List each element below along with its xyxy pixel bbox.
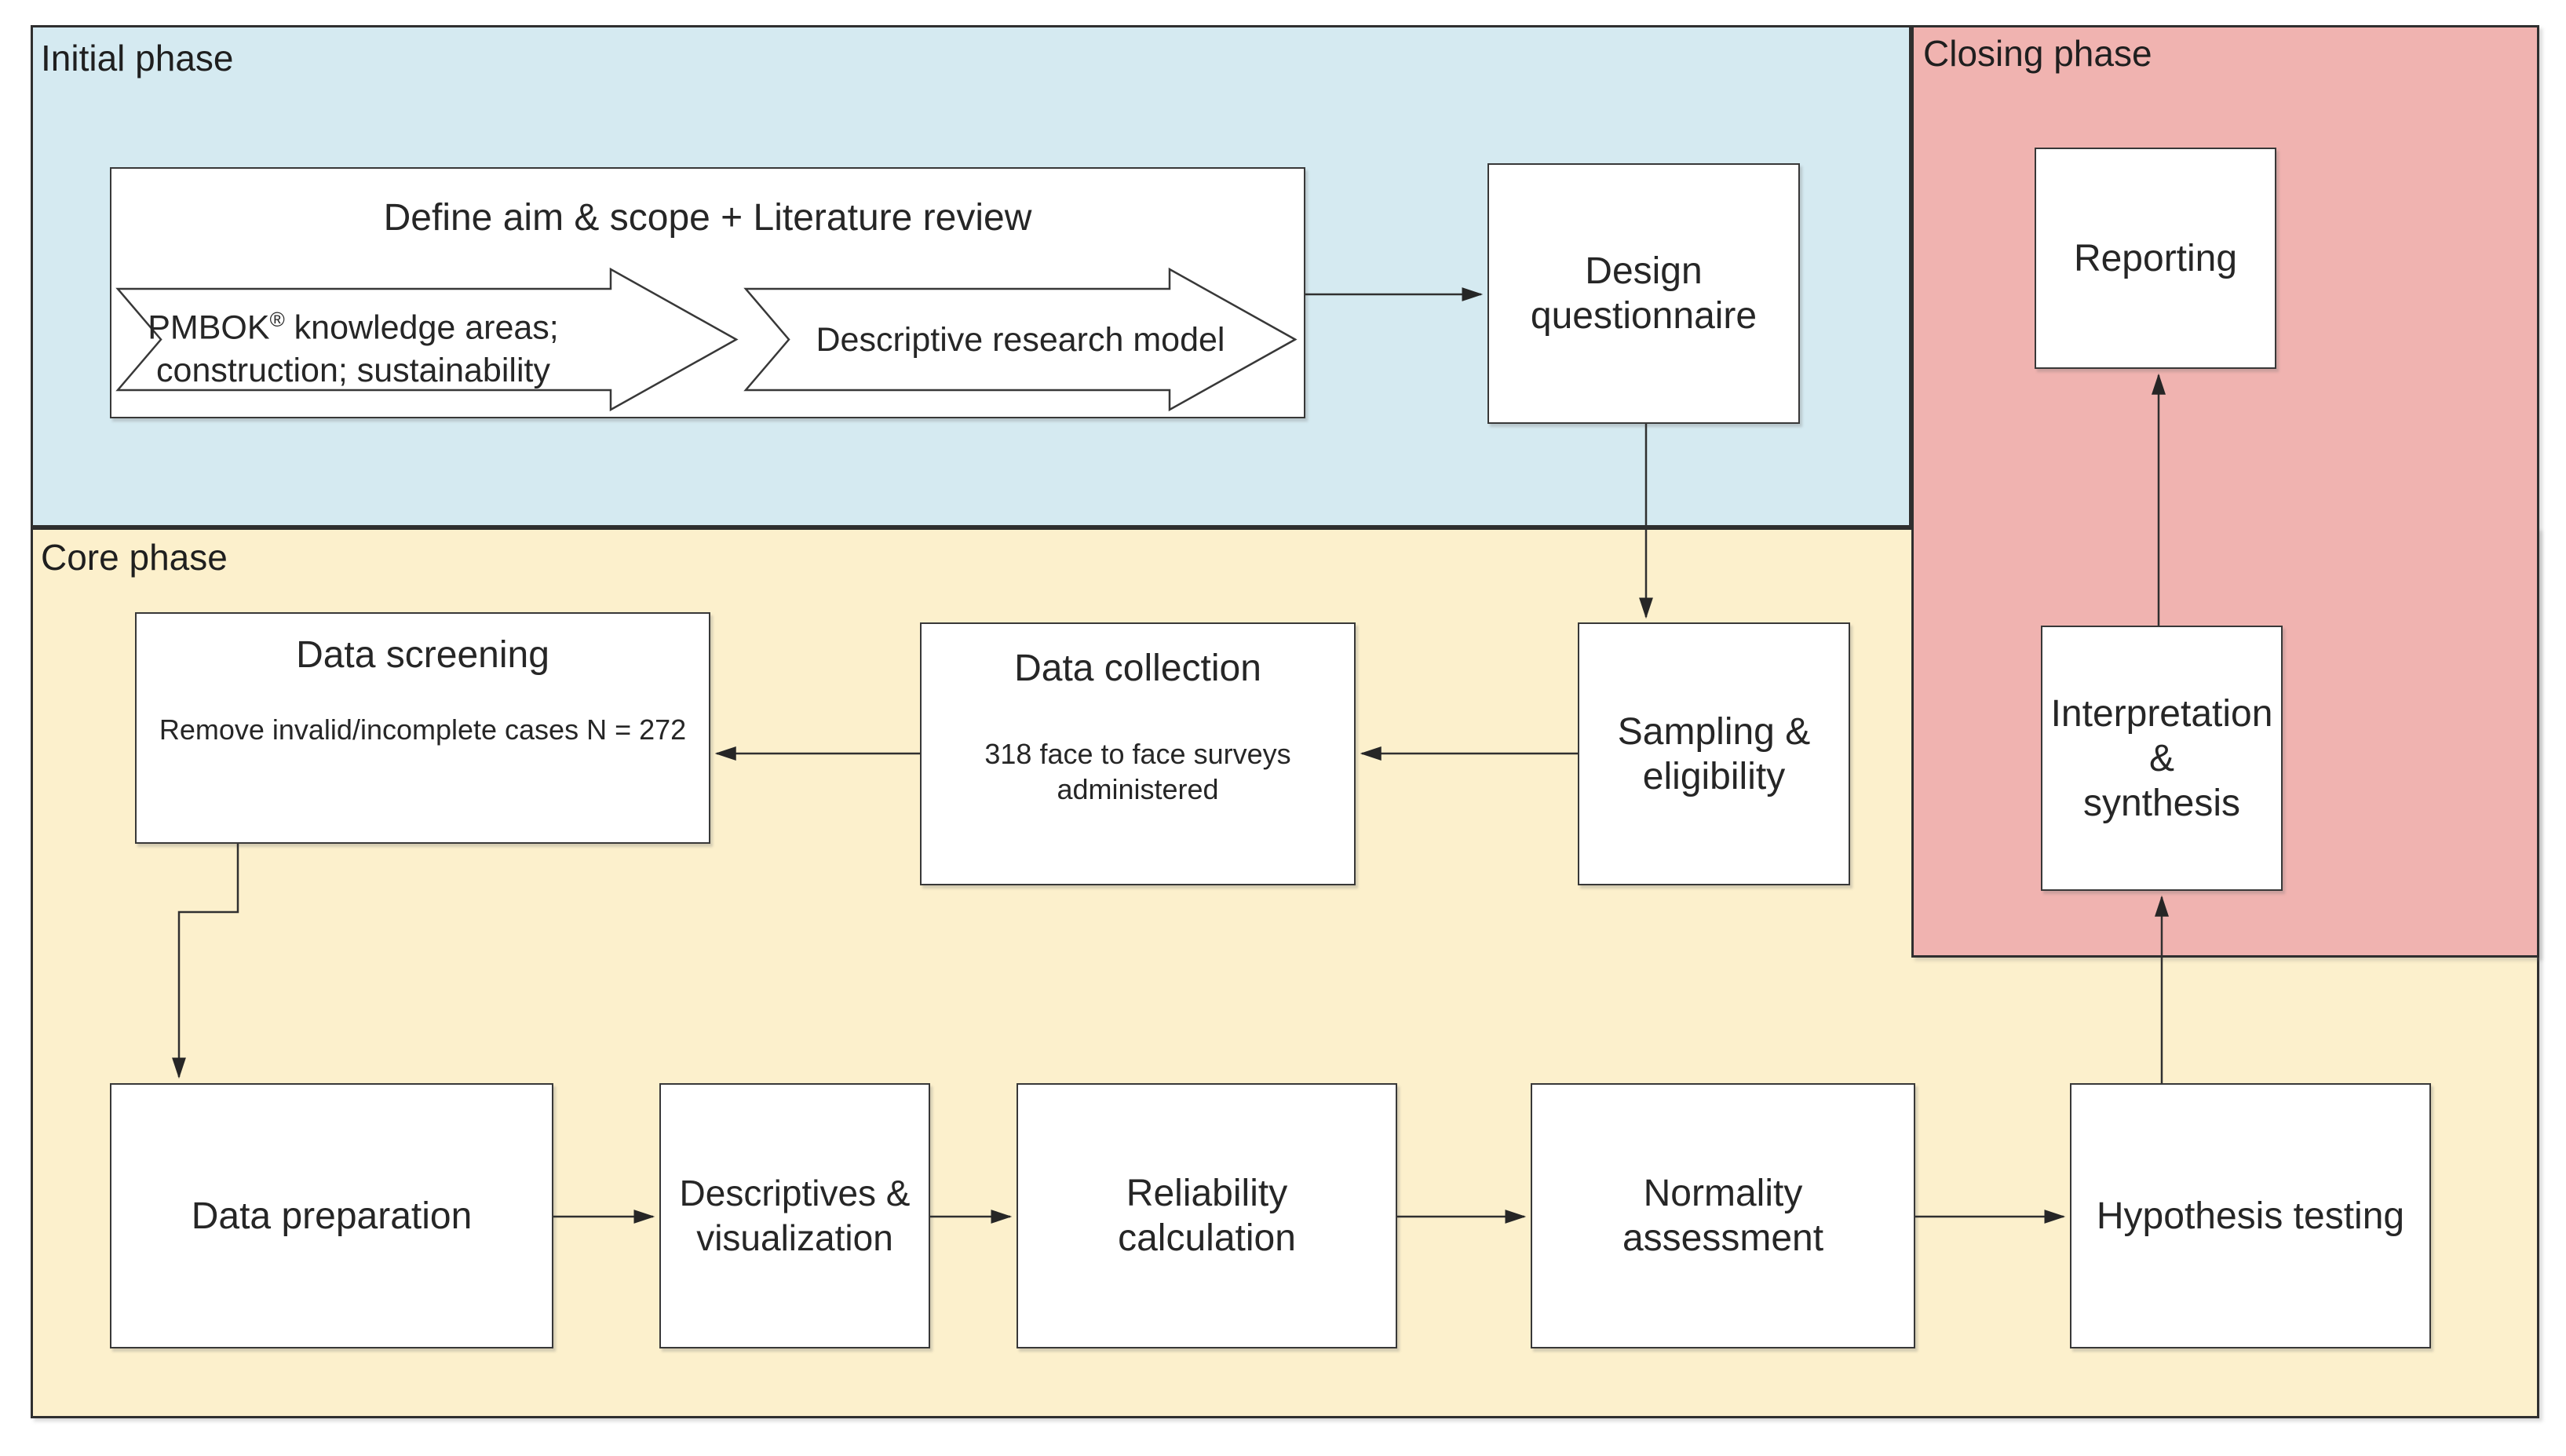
define-aim-scope-title: Define aim & scope + Literature review: [383, 197, 1032, 239]
reliability-calculation-box: Reliability calculation: [1017, 1083, 1397, 1348]
hypothesis-testing-box: Hypothesis testing: [2070, 1083, 2431, 1348]
data-preparation-label: Data preparation: [191, 1195, 473, 1237]
sampling-eligibility-box: Sampling & eligibility: [1578, 622, 1850, 885]
descriptives-visualization-box: Descriptives & visualization: [659, 1083, 930, 1348]
registered-mark: ®: [269, 308, 285, 331]
chevron1-label: PMBOK® knowledge areas; construction; su…: [133, 298, 573, 392]
chevron1-line2: construction; sustainability: [156, 352, 550, 390]
chevron2-label: Descriptive research model: [816, 321, 1225, 359]
data-screening-title: Data screening: [296, 634, 549, 676]
initial-phase-label: Initial phase: [41, 38, 234, 78]
normality-assessment-label: Normality assessment: [1622, 1173, 1824, 1259]
interpretation-synthesis-box: Interpretation & synthesis: [2041, 626, 2283, 891]
data-screening-box: Data screening Remove invalid/incomplete…: [135, 612, 710, 844]
closing-phase-label: Closing phase: [1923, 33, 2152, 74]
data-collection-subtitle: 318 face to face surveys administered: [984, 738, 1291, 805]
chevron1-line1: PMBOK® knowledge areas;: [148, 308, 559, 347]
core-phase-label: Core phase: [41, 537, 228, 578]
reporting-label: Reporting: [2073, 237, 2238, 279]
design-questionnaire-label: Design questionnaire: [1530, 250, 1758, 337]
sampling-eligibility-label: Sampling & eligibility: [1617, 710, 1811, 797]
data-collection-title: Data collection: [1014, 648, 1261, 689]
data-collection-box: Data collection 318 face to face surveys…: [920, 622, 1356, 885]
reliability-calculation-label: Reliability calculation: [1118, 1173, 1296, 1259]
hypothesis-testing-label: Hypothesis testing: [2096, 1195, 2405, 1237]
design-questionnaire-box: Design questionnaire: [1487, 163, 1800, 424]
descriptives-visualization-label: Descriptives & visualization: [679, 1173, 911, 1258]
reporting-box: Reporting: [2035, 148, 2276, 369]
interpretation-synthesis-label: Interpretation & synthesis: [2050, 692, 2273, 824]
data-preparation-box: Data preparation: [110, 1083, 553, 1348]
normality-assessment-box: Normality assessment: [1531, 1083, 1915, 1348]
data-screening-subtitle: Remove invalid/incomplete cases N = 272: [159, 713, 687, 746]
